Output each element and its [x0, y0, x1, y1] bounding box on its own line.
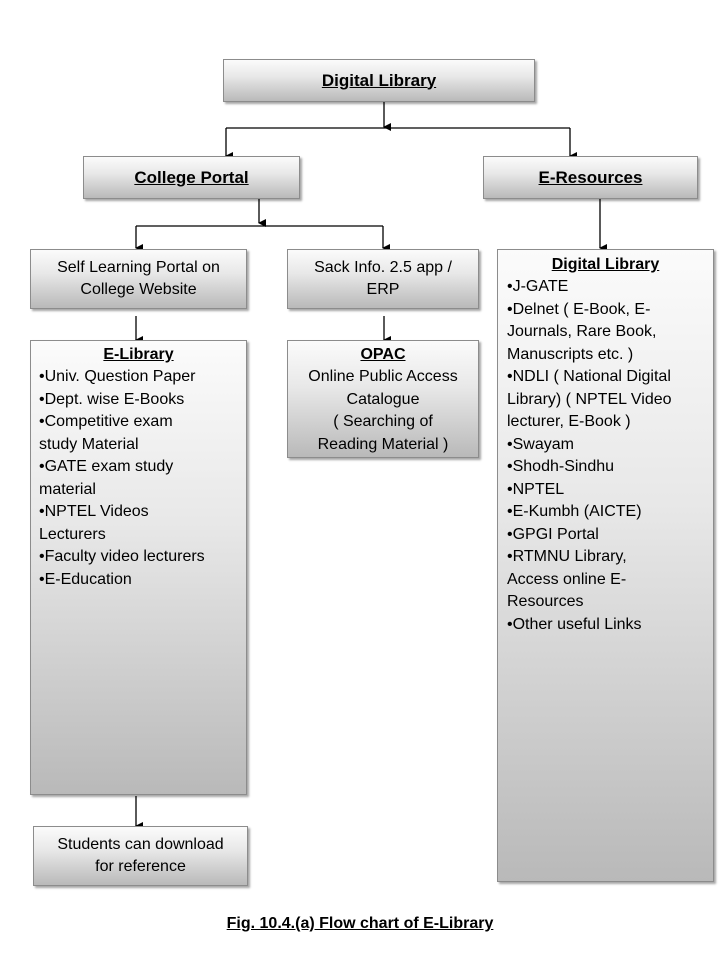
e-library-heading: E-Library: [103, 346, 174, 363]
e-library-line: •E-Education: [39, 570, 132, 588]
digital-library-line: •E-Kumbh (AICTE): [507, 503, 642, 520]
digital-library-line: Library) ( NPTEL Video: [507, 390, 672, 408]
e-library-line: •Faculty video lecturers: [39, 548, 205, 565]
e-library-line: Lecturers: [39, 525, 106, 543]
digital-library-line: •Delnet ( E-Book, E-: [507, 300, 651, 318]
sack-info-line-2: ERP: [366, 281, 400, 298]
opac-line: Reading Material ): [317, 435, 449, 453]
digital-library-right-heading: Digital Library: [551, 256, 660, 273]
node-digital-library-top: Digital Library: [223, 59, 535, 102]
node-e-resources: E-Resources: [483, 156, 698, 199]
e-library-line: •GATE exam study: [39, 458, 174, 475]
digital-library-line: •GPGI Portal: [507, 525, 599, 543]
figure-caption: Fig. 10.4.(a) Flow chart of E-Library: [226, 915, 494, 932]
opac-line: Online Public Access: [308, 368, 458, 385]
sack-info-line-1: Sack Info. 2.5 app /: [314, 259, 452, 276]
digital-library-line: Access online E-: [507, 570, 627, 588]
node-e-library: E-Library •Univ. Question Paper •Dept. w…: [30, 340, 247, 795]
node-students-download: Students can download for reference: [33, 826, 248, 886]
self-learning-line-2: College Website: [80, 281, 197, 298]
digital-library-line: •NPTEL: [507, 480, 565, 498]
digital-library-line: Journals, Rare Book,: [507, 323, 657, 340]
digital-library-line: •RTMNU Library,: [507, 548, 627, 565]
self-learning-line-1: Self Learning Portal on: [57, 259, 220, 276]
node-digital-library-top-label: Digital Library: [321, 70, 437, 90]
digital-library-line: •NDLI ( National Digital: [507, 368, 671, 385]
node-sack-info: Sack Info. 2.5 app / ERP: [287, 249, 479, 309]
opac-line: ( Searching of: [333, 413, 433, 430]
students-line-1: Students can download: [57, 836, 224, 853]
digital-library-line: •J-GATE: [507, 278, 569, 295]
digital-library-line: Manuscripts etc. ): [507, 345, 634, 363]
node-college-portal: College Portal: [83, 156, 300, 199]
node-college-portal-label: College Portal: [134, 167, 249, 187]
opac-line: Catalogue: [346, 390, 420, 408]
e-library-line: •NPTEL Videos: [39, 503, 149, 520]
node-opac: OPAC Online Public Access Catalogue ( Se…: [287, 340, 479, 458]
digital-library-line: lecturer, E-Book ): [507, 413, 631, 430]
e-library-line: •Competitive exam: [39, 413, 173, 430]
e-library-line: material: [39, 480, 96, 498]
e-library-line: •Univ. Question Paper: [39, 368, 196, 385]
opac-heading: OPAC: [360, 346, 406, 363]
digital-library-line: •Shodh-Sindhu: [507, 458, 615, 475]
students-line-2: for reference: [95, 858, 186, 875]
e-library-line: study Material: [39, 435, 139, 453]
digital-library-line: •Swayam: [507, 435, 574, 453]
digital-library-line: Resources: [507, 593, 584, 610]
node-digital-library-right: Digital Library •J-GATE •Delnet ( E-Book…: [497, 249, 714, 882]
node-self-learning-portal: Self Learning Portal on College Website: [30, 249, 247, 309]
node-e-resources-label: E-Resources: [538, 167, 643, 187]
digital-library-line: •Other useful Links: [507, 615, 642, 633]
e-library-line: •Dept. wise E-Books: [39, 390, 185, 408]
